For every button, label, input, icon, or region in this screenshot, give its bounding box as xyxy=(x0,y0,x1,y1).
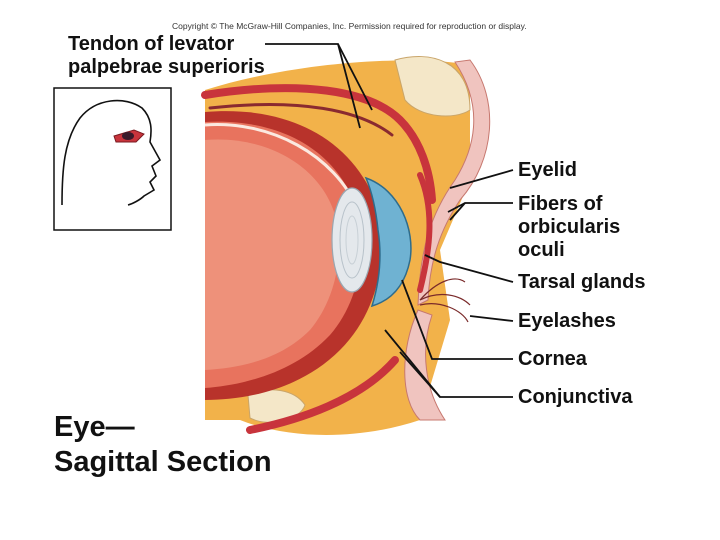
label-fibers-line2: orbicularis xyxy=(518,216,621,238)
label-eyelashes: Eyelashes xyxy=(518,310,616,332)
muscle-bands xyxy=(201,84,436,434)
title-line2: Sagittal Section xyxy=(54,446,272,478)
cornea xyxy=(364,176,412,308)
eyelid-skin xyxy=(404,59,491,421)
label-tarsal-glands: Tarsal glands xyxy=(518,271,646,293)
eyelashes xyxy=(419,278,471,323)
copyright-notice: Copyright © The McGraw-Hill Companies, I… xyxy=(172,21,527,31)
leader-lines xyxy=(265,43,514,398)
label-cornea: Cornea xyxy=(518,348,587,370)
eyeball xyxy=(204,111,382,401)
label-fibers-line1: Fibers of xyxy=(518,193,603,215)
label-tendon-line1: Tendon of levator xyxy=(68,33,235,55)
label-eyelid: Eyelid xyxy=(518,159,577,181)
lens xyxy=(331,187,373,293)
title-line1: Eye— xyxy=(54,411,135,443)
label-fibers-line3: oculi xyxy=(518,239,565,261)
label-conjunctiva: Conjunctiva xyxy=(518,386,633,408)
head-profile-inset xyxy=(53,87,172,231)
label-tendon-line2: palpebrae superioris xyxy=(68,56,265,78)
